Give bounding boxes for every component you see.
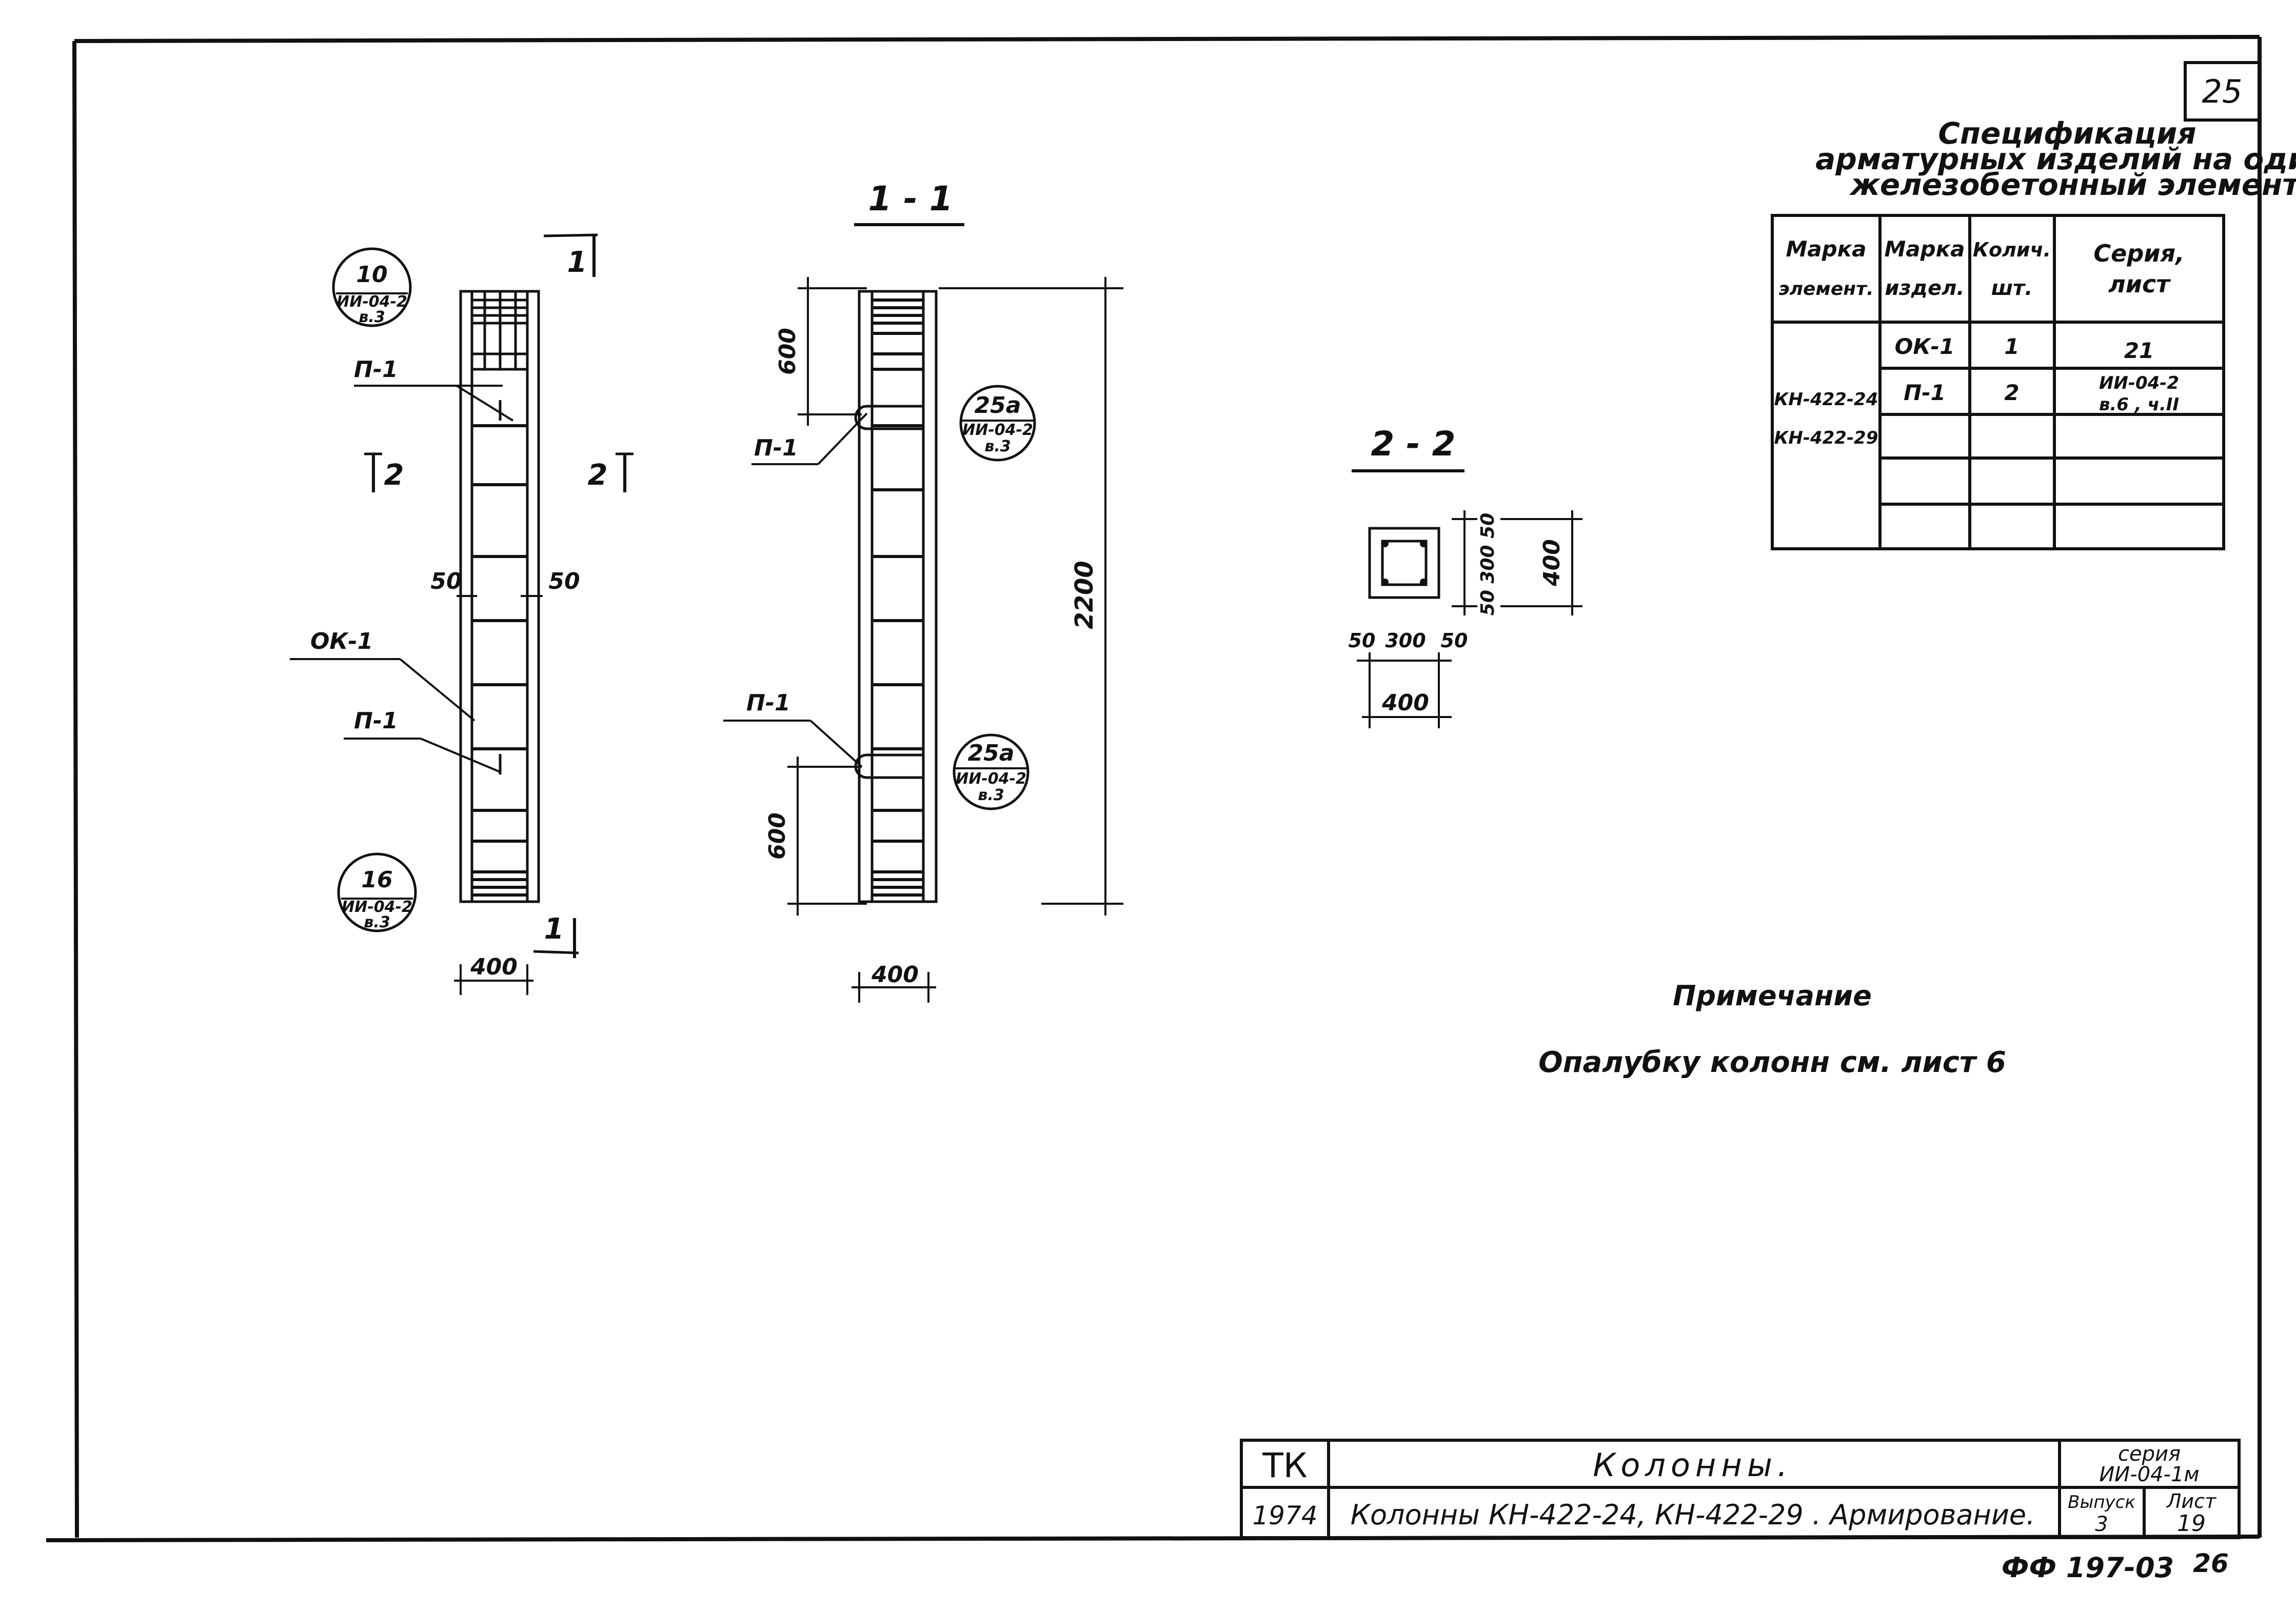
section-marker-2-right: 2 xyxy=(588,452,634,492)
dim-400-section: 400 xyxy=(871,962,919,988)
svg-text:в.3: в.3 xyxy=(364,913,390,931)
section-marker-1-top: 1 xyxy=(543,233,598,279)
label-p1-top: П-1 xyxy=(354,356,398,383)
title-issue-value: 3 xyxy=(2095,1513,2108,1536)
svg-text:ИИ-04-2: ИИ-04-2 xyxy=(342,898,412,916)
spec-head-col3-a: Колич. xyxy=(1973,238,2051,261)
section-2-2-title: 2 - 2 xyxy=(1371,424,1455,464)
section-marker-1-bottom: 1 xyxy=(533,912,579,958)
spec-row1-series: 21 xyxy=(2124,338,2154,363)
note-heading: Примечание xyxy=(1673,980,1872,1012)
svg-text:25а: 25а xyxy=(968,740,1015,766)
title-sheet-value: 19 xyxy=(2177,1510,2206,1537)
title-block: ТК 1974 Колонны. Колонны КН-422-24, КН-4… xyxy=(1240,1439,2241,1539)
title-series-value: ИИ-04-1м xyxy=(2099,1463,2199,1486)
svg-text:ИИ-04-2: ИИ-04-2 xyxy=(956,770,1026,788)
title-subtitle: Колонны КН-422-24, КН-422-29 . Армирован… xyxy=(1351,1499,2035,1531)
spec-head-col2-a: Марка xyxy=(1884,236,1965,262)
svg-text:25а: 25а xyxy=(975,392,1021,419)
svg-text:ИИ-04-2: ИИ-04-2 xyxy=(962,421,1033,439)
dim-2200: 2200 xyxy=(1070,561,1099,629)
svg-text:2: 2 xyxy=(384,459,404,492)
spec-element-1: КН-422-24 xyxy=(1774,389,1878,410)
specification: Спецификация арматурных изделий на один … xyxy=(1771,116,2296,550)
svg-text:2: 2 xyxy=(588,459,608,492)
sheet-number: 25 xyxy=(2202,73,2243,110)
column-elevation: 1 1 2 2 50 50 400 П-1 xyxy=(290,233,634,995)
spec-row1-qty: 1 xyxy=(2004,334,2019,359)
spec-title-2: арматурных изделий на один xyxy=(1815,142,2296,176)
spec-head-col4-a: Серия, xyxy=(2093,240,2184,267)
svg-text:в.3: в.3 xyxy=(359,308,385,326)
title-sheet-label: Лист xyxy=(2166,1490,2217,1513)
dim-2-2-h-3: 50 xyxy=(1441,629,1468,652)
section-1-1-title: 1 - 1 xyxy=(868,179,953,218)
spec-table-grid xyxy=(1771,214,2225,550)
section-1-1: 1 - 1 xyxy=(723,179,1123,1003)
dim-50-right: 50 xyxy=(548,568,580,594)
spec-row2-mark: П-1 xyxy=(1904,380,1946,405)
svg-text:10: 10 xyxy=(356,262,387,288)
dim-2-2-v-total: 400 xyxy=(1539,539,1565,587)
title-main: Колонны. xyxy=(1593,1446,1792,1484)
label-ok1: ОК-1 xyxy=(310,628,373,654)
dim-2-2-h-2: 300 xyxy=(1385,629,1426,652)
section-marker-2-left: 2 xyxy=(364,452,404,492)
svg-text:1: 1 xyxy=(544,912,564,946)
bottom-stamp: ФФ 197-03 xyxy=(2002,1552,2174,1584)
title-org: ТК xyxy=(1262,1446,1307,1485)
svg-text:1: 1 xyxy=(567,246,587,279)
callout-25a-top: 25а ИИ-04-2 в.3 xyxy=(959,385,1036,462)
sheet-number-box: 25 xyxy=(2184,61,2261,122)
spec-element-2: КН-422-29 xyxy=(1774,428,1878,448)
title-series-label: серия xyxy=(2118,1442,2181,1466)
dim-2-2-h-total: 400 xyxy=(1381,690,1429,716)
spec-row2-series2: в.6 , ч.II xyxy=(2099,394,2179,415)
spec-head-col4-b: лист xyxy=(2108,270,2171,298)
bottom-page-number: 26 xyxy=(2193,1548,2229,1578)
svg-text:16: 16 xyxy=(361,867,392,893)
spec-row2-series: ИИ-04-2 xyxy=(2099,373,2179,393)
sheet-frame xyxy=(46,35,2262,1542)
label-p1-section-top: П-1 xyxy=(754,435,798,461)
svg-text:в.3: в.3 xyxy=(984,437,1011,455)
spec-row1-mark: ОК-1 xyxy=(1895,334,1955,359)
dim-2-2-h-1: 50 xyxy=(1349,629,1376,652)
svg-text:ИИ-04-2: ИИ-04-2 xyxy=(337,293,407,311)
title-year: 1974 xyxy=(1252,1501,1317,1530)
title-issue-label: Выпуск xyxy=(2068,1492,2135,1513)
dim-600-bottom: 600 xyxy=(764,812,790,860)
note-text: Опалубку колонн см. лист 6 xyxy=(1538,1046,2006,1079)
spec-title-1: Спецификация xyxy=(1938,116,2196,151)
spec-head-col1-a: Марка xyxy=(1786,236,1866,262)
dim-600-top: 600 xyxy=(775,328,801,375)
spec-head-col1-b: элемент. xyxy=(1778,279,1873,300)
label-p1-section-bottom: П-1 xyxy=(746,690,790,716)
svg-text:в.3: в.3 xyxy=(978,786,1004,804)
spec-row2-qty: 2 xyxy=(2004,380,2019,405)
spec-title-3: железобетонный элемент xyxy=(1849,167,2296,202)
spec-head-col3-b: шт. xyxy=(1991,276,2033,300)
dim-50-left: 50 xyxy=(430,568,462,594)
callout-10: 10 ИИ-04-2 в.3 xyxy=(332,247,412,327)
spec-head-col2-b: издел. xyxy=(1885,276,1964,300)
section-2-2: 2 - 2 50 300 50 400 50 300 50 400 xyxy=(1349,424,1582,728)
dims-2-2-vertical: 50 300 50 xyxy=(1477,513,1498,615)
label-p1-mid: П-1 xyxy=(354,708,398,734)
dim-400-elevation: 400 xyxy=(470,954,518,980)
note: Примечание Опалубку колонн см. лист 6 xyxy=(1538,980,2006,1079)
callout-25a-bottom: 25а ИИ-04-2 в.3 xyxy=(953,733,1030,810)
callout-16: 16 ИИ-04-2 в.3 xyxy=(337,852,417,932)
